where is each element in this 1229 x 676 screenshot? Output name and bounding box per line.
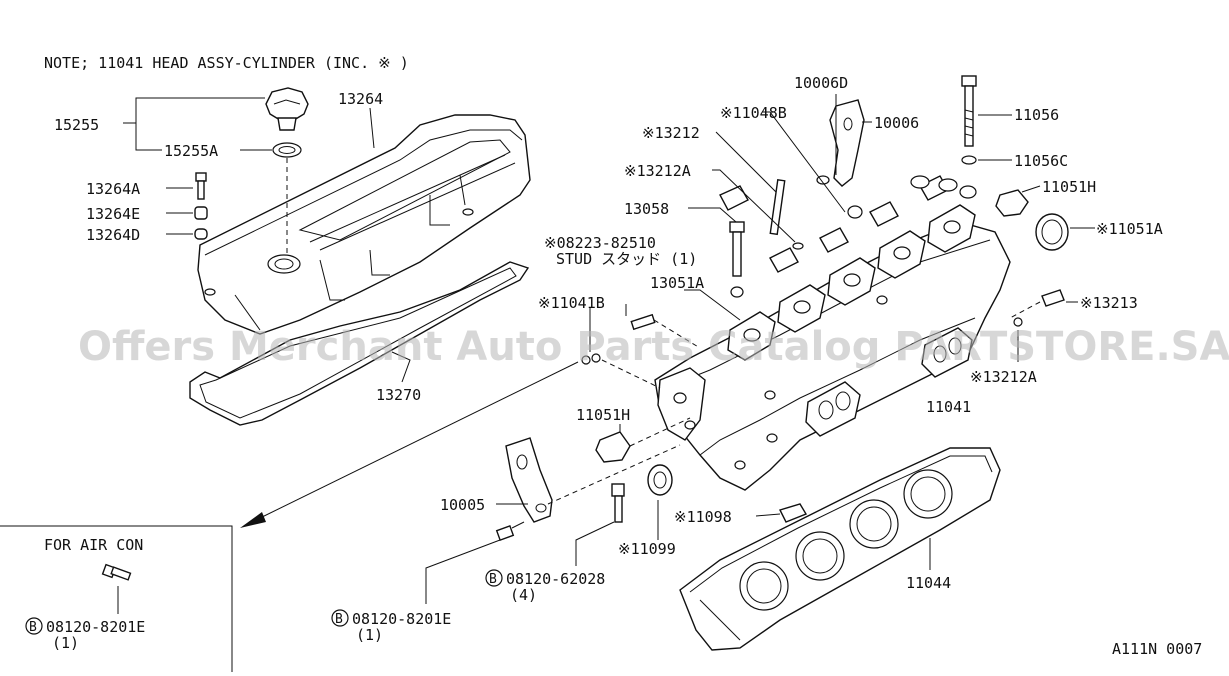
- callout-08223-82510[interactable]: ※08223-82510: [544, 234, 656, 252]
- bolt-symbol-b: B: [335, 612, 343, 627]
- head-bolt-washer[interactable]: [961, 155, 977, 165]
- inset-title: FOR AIR CON: [44, 536, 143, 554]
- inset-quantity: (1): [52, 634, 79, 652]
- rocker-cover-gasket[interactable]: [189, 261, 530, 426]
- callout-13264[interactable]: 13264: [338, 90, 383, 108]
- callout-13212a-right[interactable]: ※13212A: [970, 368, 1037, 386]
- inset-frame: [0, 525, 233, 672]
- callout-13264a[interactable]: 13264A: [86, 180, 140, 198]
- callout-stud[interactable]: STUD スタッド (1): [556, 250, 697, 268]
- callout-11051h-left[interactable]: 11051H: [576, 406, 630, 424]
- callout-13058[interactable]: 13058: [624, 200, 669, 218]
- callout-15255a[interactable]: 15255A: [164, 142, 218, 160]
- head-bolt[interactable]: [961, 75, 977, 87]
- hanger-bolt[interactable]: [611, 483, 625, 497]
- bolt-symbol-b-icon: [485, 569, 503, 587]
- cam-end-plug-rear[interactable]: [995, 189, 1029, 217]
- callout-11041b[interactable]: ※11041B: [538, 294, 605, 312]
- callout-13212a-top[interactable]: ※13212A: [624, 162, 691, 180]
- valve-guide[interactable]: [769, 179, 786, 236]
- callout-11056[interactable]: 11056: [1014, 106, 1059, 124]
- callout-13264e[interactable]: 13264E: [86, 205, 140, 223]
- figure-code: A111N 0007: [1112, 640, 1202, 658]
- callout-11041[interactable]: 11041: [926, 398, 971, 416]
- quantity-1: (1): [356, 626, 383, 644]
- bracket-bolt[interactable]: [495, 525, 515, 541]
- callout-11051h-top[interactable]: 11051H: [1042, 178, 1096, 196]
- bolt-symbol-b: B: [489, 572, 497, 587]
- callout-11098[interactable]: ※11098: [674, 508, 732, 526]
- callout-11044[interactable]: 11044: [906, 574, 951, 592]
- callout-13051a[interactable]: 13051A: [650, 274, 704, 292]
- camshaft-oil-seal[interactable]: [647, 464, 673, 496]
- callout-08120-8201e[interactable]: 08120-8201E: [352, 610, 451, 628]
- callout-11048b[interactable]: ※11048B: [720, 104, 787, 122]
- callout-10005[interactable]: 10005: [440, 496, 485, 514]
- valve-stem-seal[interactable]: [847, 205, 863, 219]
- callout-11051a[interactable]: ※11051A: [1096, 220, 1163, 238]
- callout-10006[interactable]: 10006: [874, 114, 919, 132]
- engine-hanger-rear[interactable]: [829, 99, 865, 187]
- rocker-cover[interactable]: [197, 114, 531, 335]
- seal-plug[interactable]: [779, 503, 808, 523]
- cam-end-plug-front[interactable]: [595, 431, 631, 463]
- oil-filler-opening: [267, 254, 301, 274]
- callout-10006d[interactable]: 10006D: [794, 74, 848, 92]
- bolt-symbol-b-icon: [331, 609, 349, 627]
- head-bolt-front[interactable]: [729, 221, 745, 233]
- rocker-cover-washer[interactable]: [194, 228, 208, 240]
- assembly-note: NOTE; 11041 HEAD ASSY-CYLINDER (INC. ※ ): [44, 54, 409, 72]
- arrow-to-inset-icon: [240, 512, 266, 528]
- cam-end-cap[interactable]: [1035, 213, 1069, 251]
- callout-08120-62028[interactable]: 08120-62028: [506, 570, 605, 588]
- callout-13213[interactable]: ※13213: [1080, 294, 1138, 312]
- watermark: Offers Merchant Auto Parts Catalog PARTS…: [78, 324, 1229, 370]
- inset-part-number[interactable]: 08120-8201E: [46, 618, 145, 636]
- rocker-cover-grommet[interactable]: [194, 206, 208, 220]
- bolt-symbol-b-icon: [25, 617, 43, 635]
- dowel-pin[interactable]: [581, 355, 591, 365]
- callout-11099[interactable]: ※11099: [618, 540, 676, 558]
- callout-13270[interactable]: 13270: [376, 386, 421, 404]
- callout-15255[interactable]: 15255: [54, 116, 99, 134]
- callout-13264d[interactable]: 13264D: [86, 226, 140, 244]
- quantity-4: (4): [510, 586, 537, 604]
- oil-filler-cap[interactable]: [265, 87, 309, 121]
- oil-cap-seal[interactable]: [272, 142, 302, 158]
- stud[interactable]: [630, 313, 656, 331]
- rocker-cover-bolt[interactable]: [195, 172, 207, 182]
- inset-bolt-symbol: B: [29, 620, 37, 635]
- callout-13212[interactable]: ※13212: [642, 124, 700, 142]
- valve-guide-pin[interactable]: [1041, 289, 1065, 307]
- callout-11056c[interactable]: 11056C: [1014, 152, 1068, 170]
- engine-hanger-front[interactable]: [505, 437, 553, 523]
